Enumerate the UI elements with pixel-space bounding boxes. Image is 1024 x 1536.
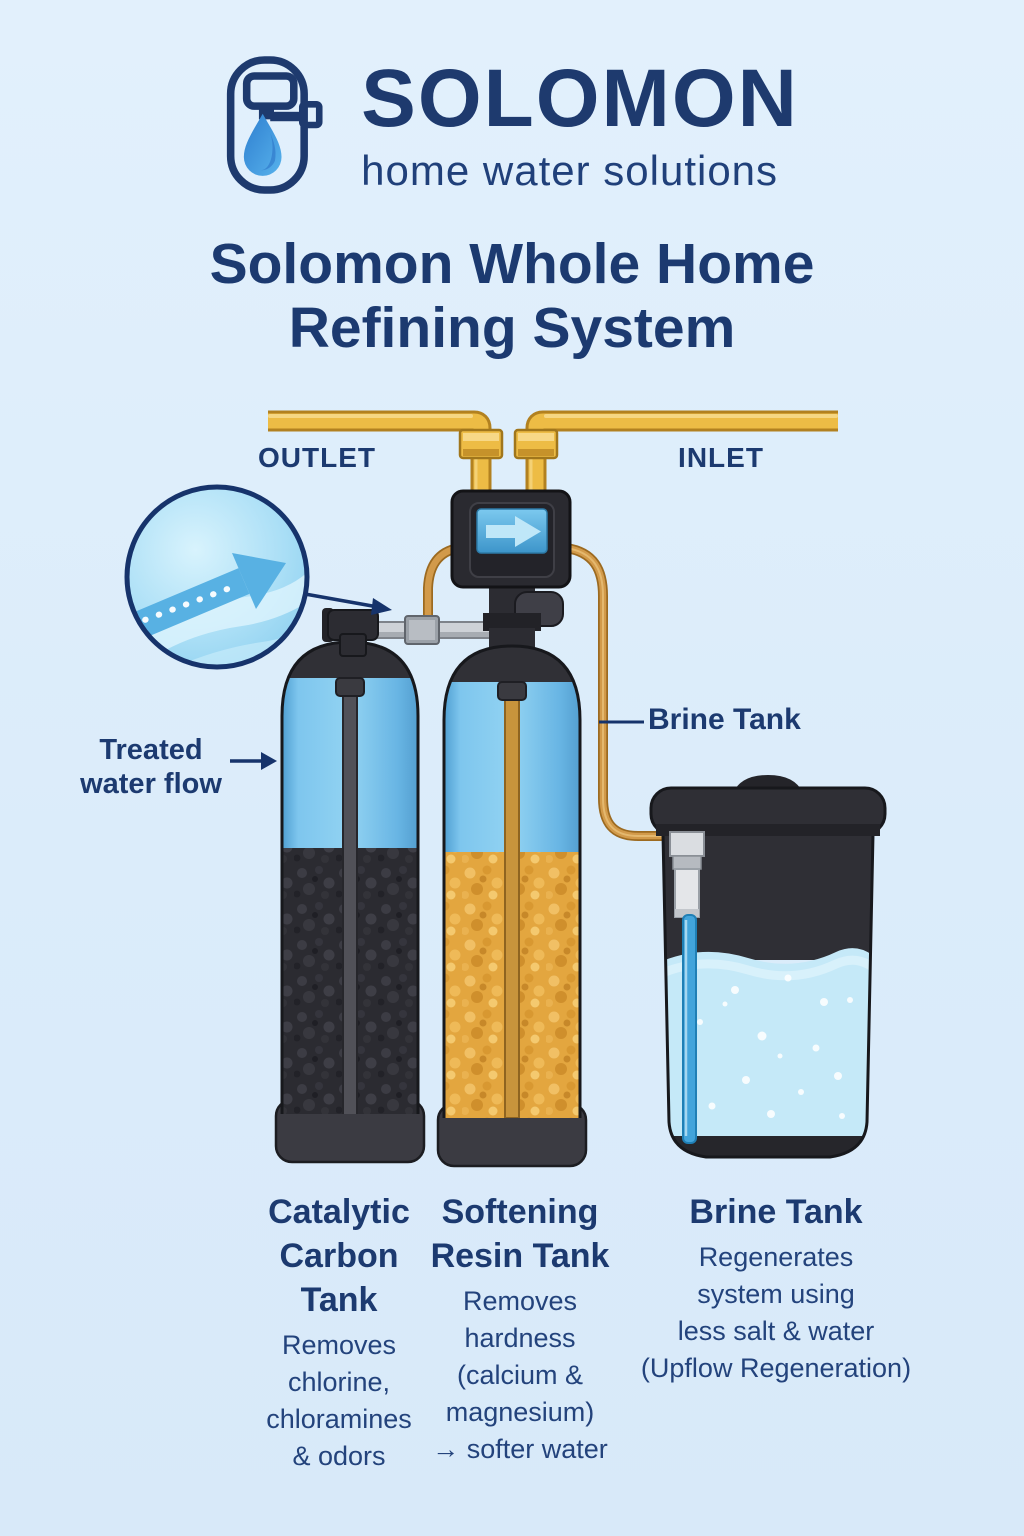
legend-body-line: chlorine, xyxy=(287,1367,391,1397)
brand-tagline: home water solutions xyxy=(361,147,779,194)
legend-heading-line: Resin Tank xyxy=(430,1237,610,1275)
legend-heading: Brine Tank xyxy=(636,1190,916,1234)
catalytic-carbon-tank xyxy=(274,640,426,1164)
legend-body: Regenerates system using less salt & wat… xyxy=(636,1239,916,1387)
legend-body-line: system using xyxy=(697,1279,855,1309)
legend-body-line: less salt & water xyxy=(677,1316,875,1346)
legend-body: Removes chlorine, chloramines & odors xyxy=(229,1327,449,1475)
tank-connector-pipe xyxy=(367,615,495,645)
legend-body-line: (Upflow Regeneration) xyxy=(640,1353,912,1383)
salt-dots xyxy=(687,974,853,1141)
legend-heading-line: Catalytic xyxy=(268,1193,410,1231)
page-title: Solomon Whole Home Refining System xyxy=(209,232,815,360)
carbon-tank-elbow xyxy=(322,608,379,657)
legend-heading: Catalytic Carbon Tank xyxy=(229,1190,449,1322)
legend-body-line: magnesium) xyxy=(445,1397,595,1427)
brine-tank-callout-label: Brine Tank xyxy=(648,703,801,736)
treated-flow-arrow xyxy=(230,752,277,770)
legend-body-line: & odors xyxy=(292,1441,386,1471)
brand-name: SOLOMON xyxy=(361,53,799,144)
valve-display-right-arrow-icon xyxy=(476,508,548,554)
brine-inlet-fitting xyxy=(669,831,705,918)
legend-heading-line: Tank xyxy=(300,1281,378,1319)
outlet-pipe xyxy=(268,410,504,498)
legend-brine-tank: Brine Tank Regenerates system using less… xyxy=(636,1190,916,1387)
legend-softening-resin-tank: Softening Resin Tank Removes hardness (c… xyxy=(410,1190,630,1468)
legend-heading-line: Softening xyxy=(441,1193,599,1231)
legend-body: Removes hardness (calcium & magnesium) →… xyxy=(410,1283,630,1468)
legend-catalytic-carbon-tank: Catalytic Carbon Tank Removes chlorine, … xyxy=(229,1190,449,1475)
legend-heading-line: Carbon xyxy=(279,1237,399,1275)
treated-flow-line1: Treated xyxy=(99,734,203,766)
legend-body-line: chloramines xyxy=(266,1404,412,1434)
legend-heading-line: Brine Tank xyxy=(689,1193,863,1231)
legend-body-line: (calcium & xyxy=(456,1360,584,1390)
legend-body-line: → softer water xyxy=(432,1434,608,1464)
brine-tank xyxy=(649,775,887,1159)
brine-pickup-tube xyxy=(682,914,697,1144)
magnifier-pointer-arrow xyxy=(304,592,392,615)
treated-flow-line2: water flow xyxy=(80,768,222,800)
legend-heading: Softening Resin Tank xyxy=(410,1190,630,1278)
softening-resin-tank xyxy=(436,644,588,1168)
legend-body-line: Regenerates xyxy=(698,1242,854,1272)
legend-body-line: Removes xyxy=(462,1286,578,1316)
inlet-label: INLET xyxy=(678,442,764,473)
outlet-label: OUTLET xyxy=(258,442,376,473)
treated-water-flow-label: Treated water flow xyxy=(66,733,236,801)
legend-body-line: Removes xyxy=(281,1330,397,1360)
brine-line-tube xyxy=(423,543,676,841)
faucet-droplet-icon xyxy=(227,56,323,194)
brand-logo: SOLOMON home water solutions xyxy=(0,50,1024,200)
inlet-pipe xyxy=(513,410,838,498)
legend-body-line: hardness xyxy=(464,1323,576,1353)
control-valve xyxy=(450,489,572,648)
flow-magnifier xyxy=(124,484,392,670)
